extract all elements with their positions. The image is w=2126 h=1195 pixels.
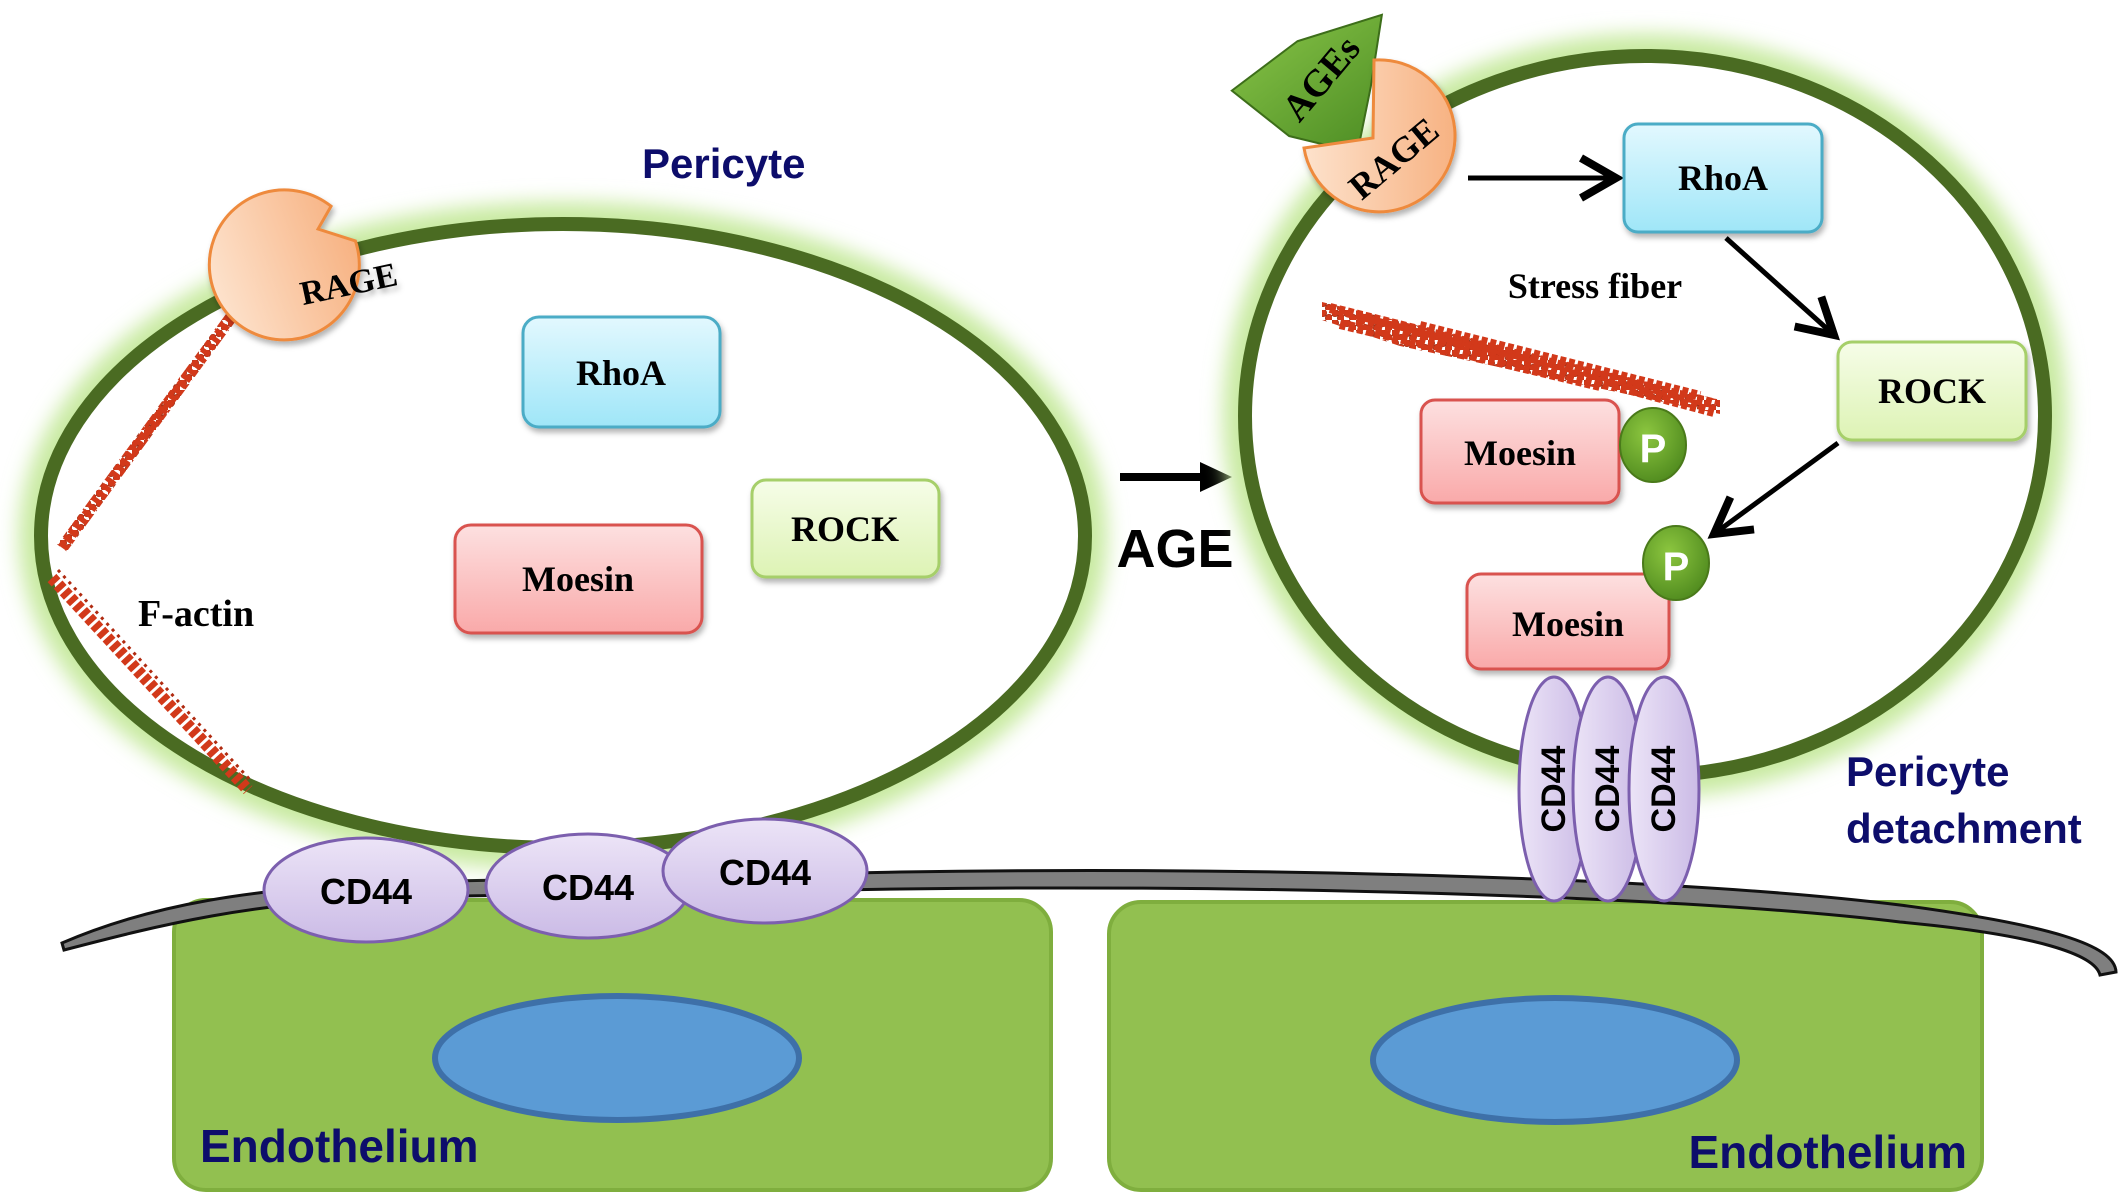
svg-text:ROCK: ROCK xyxy=(1878,371,1986,411)
endothelium-left: Endothelium xyxy=(172,898,1053,1192)
ages-ligand: AGEs xyxy=(1230,13,1384,154)
svg-text:Moesin: Moesin xyxy=(1512,604,1624,644)
moesin-box-right-top: Moesin xyxy=(1419,398,1621,505)
stress-fiber-label: Stress fiber xyxy=(1508,266,1682,306)
cd44-left-1: CD44 xyxy=(262,836,470,944)
phospho-badge-bottom: P xyxy=(1642,525,1710,601)
endothelium-label-left: Endothelium xyxy=(200,1120,479,1172)
svg-text:CD44: CD44 xyxy=(1645,745,1683,832)
svg-text:Moesin: Moesin xyxy=(1464,433,1576,473)
rhoa-box-left: RhoA xyxy=(521,315,722,429)
endothelium-label-right: Endothelium xyxy=(1688,1126,1967,1178)
cd44-right-3: CD44 xyxy=(1627,675,1701,903)
arrow-rock-to-phospho xyxy=(1707,440,1840,539)
cd44-right-2: CD44 xyxy=(1571,675,1645,903)
svg-text:CD44: CD44 xyxy=(1535,745,1573,832)
cd44-left-2: CD44 xyxy=(484,832,692,940)
svg-text:P: P xyxy=(1640,427,1667,471)
svg-text:ROCK: ROCK xyxy=(791,509,899,549)
arrow-rhoa-to-rock xyxy=(1724,236,1840,341)
svg-text:P: P xyxy=(1663,545,1690,589)
moesin-box-right-bottom: Moesin xyxy=(1465,572,1671,671)
age-transition-arrow: AGE xyxy=(1116,462,1234,579)
f-actin-filament xyxy=(47,301,254,795)
pericyte-label: Pericyte xyxy=(642,140,805,187)
rock-box-right: ROCK xyxy=(1836,340,2028,442)
pericyte-detachment-label-line2: detachment xyxy=(1846,805,2082,852)
phospho-badge-top: P xyxy=(1619,407,1687,483)
svg-text:RhoA: RhoA xyxy=(1678,158,1768,198)
cd44-left-3: CD44 xyxy=(661,817,869,925)
rhoa-box-right: RhoA xyxy=(1622,122,1824,234)
age-transition-label: AGE xyxy=(1116,519,1233,579)
svg-text:CD44: CD44 xyxy=(1589,745,1627,832)
pericyte-detachment-label-line1: Pericyte xyxy=(1846,748,2009,795)
nucleus-right xyxy=(1370,995,1740,1125)
svg-text:CD44: CD44 xyxy=(719,852,811,893)
endothelium-right: Endothelium xyxy=(1107,900,1984,1192)
rage-receptor-left: RAGE xyxy=(207,188,401,342)
rock-box-left: ROCK xyxy=(750,478,941,579)
svg-text:Moesin: Moesin xyxy=(522,559,634,599)
moesin-box-left: Moesin xyxy=(453,523,704,635)
svg-text:CD44: CD44 xyxy=(320,871,412,912)
svg-text:CD44: CD44 xyxy=(542,867,634,908)
svg-text:RhoA: RhoA xyxy=(576,353,666,393)
nucleus-left xyxy=(432,993,802,1123)
stress-fiber xyxy=(1322,302,1720,417)
f-actin-label: F-actin xyxy=(138,593,254,635)
